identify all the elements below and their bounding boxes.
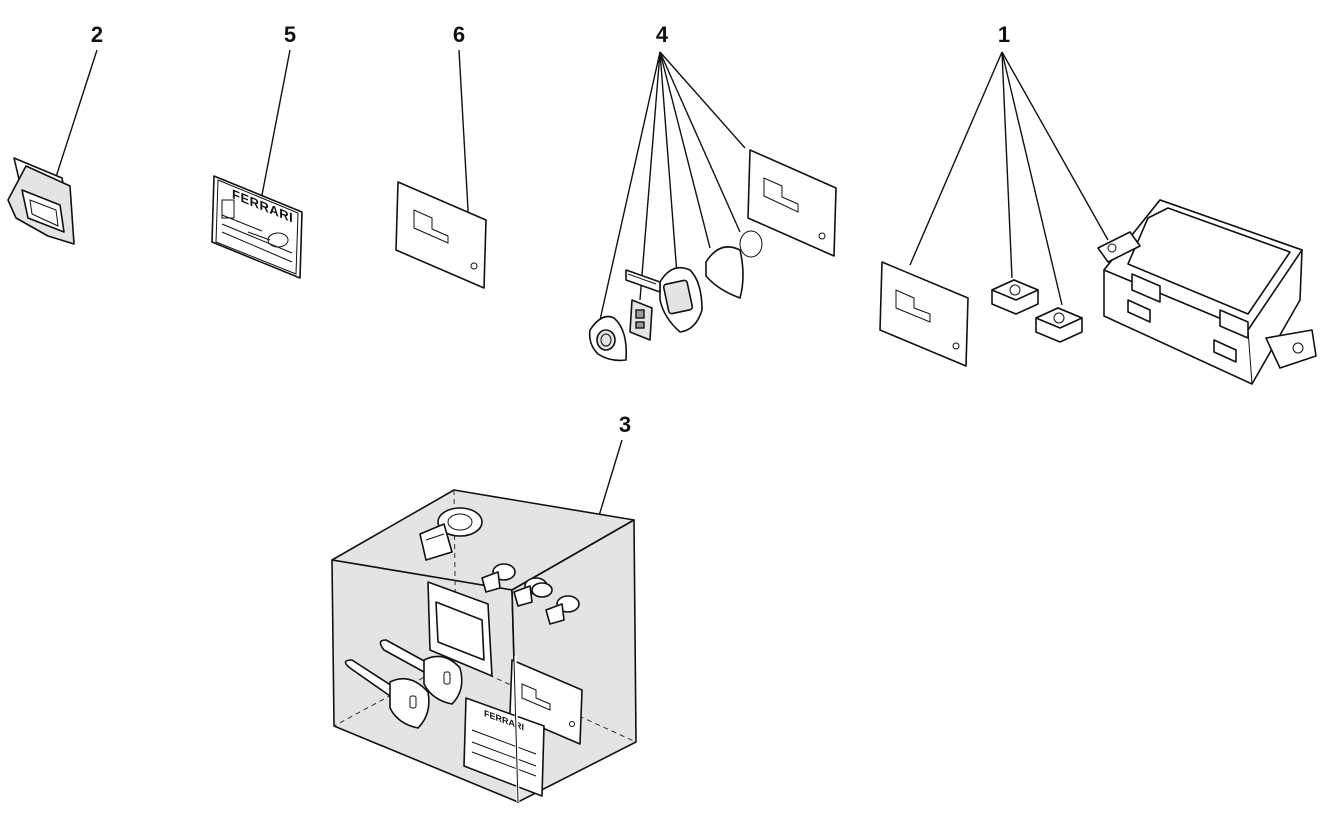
key-2: [344, 659, 430, 729]
lock-cylinder-large: [419, 507, 483, 561]
callout-label-5: 5: [284, 22, 296, 47]
lock-cylinder-3: [531, 582, 553, 598]
callout-label-3: 3: [619, 412, 631, 437]
lock-cylinder-1: [481, 563, 516, 593]
part-5-code-card: FERRARI: [211, 175, 303, 279]
lock-cylinder-4: [545, 595, 580, 625]
callout-label-1: 1: [998, 22, 1010, 47]
part-1-control-unit-kit: [879, 199, 1317, 385]
key-1: [379, 639, 463, 705]
part-2-key-holder: [7, 157, 75, 245]
part-3-lock-set-box: FERRARI: [331, 489, 637, 803]
callout-label-6: 6: [453, 22, 465, 47]
callout-label-2: 2: [91, 22, 103, 47]
callout-label-4: 4: [656, 22, 669, 47]
part-6-blank-card: [395, 181, 487, 289]
part-4-transponder-kit: [588, 149, 837, 362]
